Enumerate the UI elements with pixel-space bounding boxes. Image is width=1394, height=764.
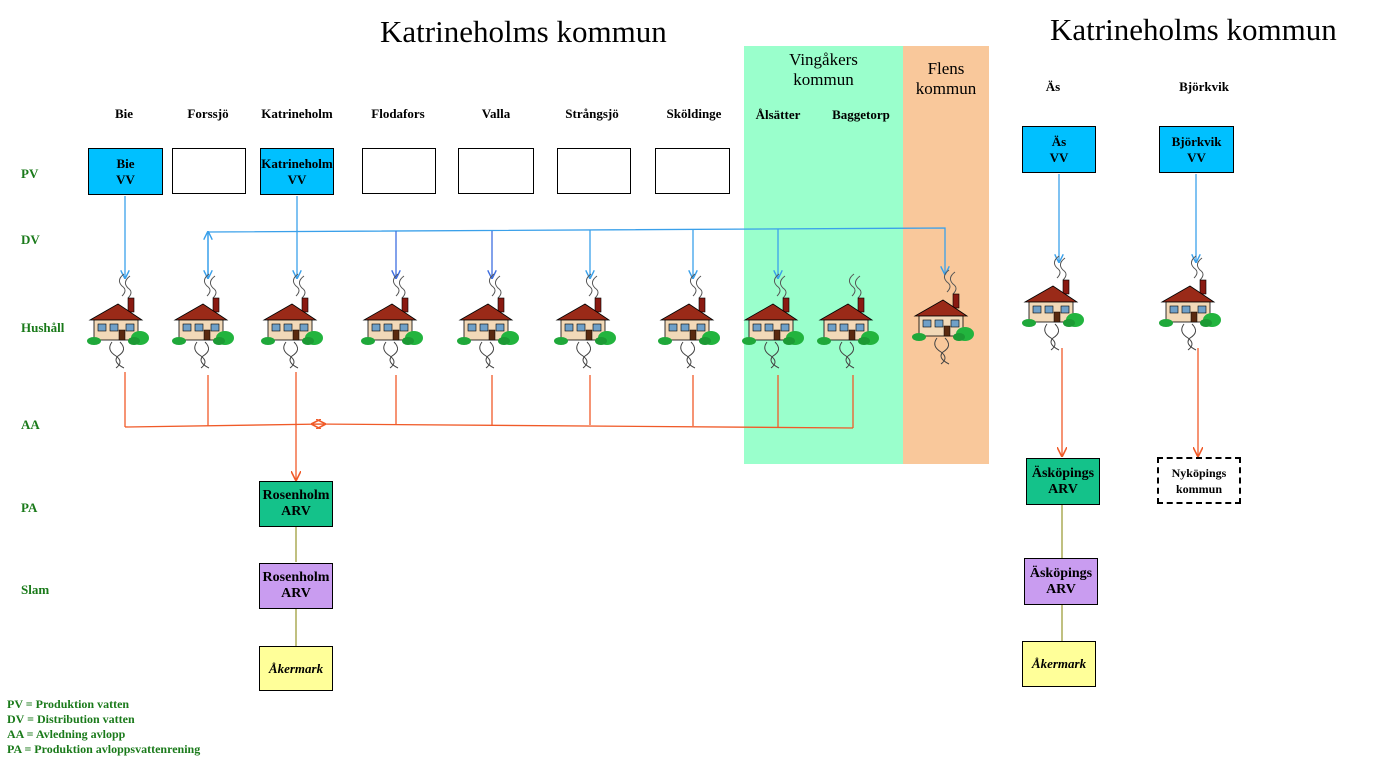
askopings-arv-slam-box: Äsköpings ARV	[1024, 558, 1098, 605]
household-as-icon	[1022, 255, 1084, 351]
flen-region	[903, 46, 989, 464]
askopings-arv-pa-box: Äsköpings ARV	[1026, 458, 1100, 505]
location-strangsjo: Strångsjö	[565, 106, 619, 121]
as-vv-box: Äs VV	[1022, 126, 1096, 173]
legend: PV = Produktion vatten DV = Distribution…	[7, 697, 200, 757]
valla-pv-box	[458, 148, 534, 194]
location-katrineholm: Katrineholm	[261, 106, 333, 121]
nykopings-kommun-box: Nyköpings kommun	[1157, 457, 1241, 504]
row-label-pa: PA	[21, 500, 38, 515]
location-as: Äs	[1045, 79, 1061, 94]
household-valla-icon	[457, 273, 519, 369]
location-baggetorp: Baggetorp	[832, 107, 890, 122]
rosenholm-arv-pa-box: Rosenholm ARV	[259, 481, 333, 527]
skoldinge-pv-box	[655, 148, 730, 194]
row-label-dv: DV	[21, 232, 40, 247]
title-left: Katrineholms kommun	[380, 14, 667, 49]
legend-dv: DV = Distribution vatten	[7, 712, 135, 726]
location-bie: Bie	[114, 106, 134, 121]
legend-aa: AA = Avledning avlopp	[7, 727, 126, 741]
forssjo-pv-box	[172, 148, 246, 194]
household-strangsjo-icon	[554, 273, 616, 369]
location-forssjo: Forssjö	[187, 106, 229, 121]
strangsjo-pv-box	[557, 148, 631, 194]
row-label-pv: PV	[21, 166, 39, 181]
bie-vv-box: Bie VV	[88, 148, 163, 195]
flen-label: Flens kommun	[915, 59, 977, 98]
household-katrineholm-icon	[261, 273, 323, 369]
bjorkvik-vv-box: Björkvik VV	[1159, 126, 1234, 173]
row-label-aa: AA	[21, 417, 40, 432]
location-bjorkvik: Björkvik	[1179, 79, 1229, 94]
household-alsatter-icon	[742, 273, 804, 369]
row-label-slam: Slam	[21, 582, 50, 597]
katrineholm-vv-box: Katrineholm VV	[260, 148, 334, 195]
flodafors-pv-box	[362, 148, 436, 194]
title-right: Katrineholms kommun	[1050, 12, 1337, 47]
household-bie-icon	[87, 273, 149, 369]
household-baggetorp-icon	[817, 273, 879, 369]
legend-pa: PA = Produktion avloppsvattenrening	[7, 742, 201, 756]
household-flodafors-icon	[361, 273, 423, 369]
location-skoldinge: Sköldinge	[666, 106, 722, 121]
household-skoldinge-icon	[658, 273, 720, 369]
akermark-left-box: Åkermark	[259, 646, 333, 691]
legend-pv: PV = Produktion vatten	[7, 697, 130, 711]
vingaker-region	[744, 46, 903, 464]
household-bjorkvik-icon	[1159, 255, 1221, 351]
row-label-hushall: Hushåll	[21, 320, 65, 335]
location-valla: Valla	[481, 106, 511, 121]
location-alsatter: Ålsätter	[755, 107, 801, 122]
household-forssjo-icon	[172, 273, 234, 369]
location-flodafors: Flodafors	[371, 106, 425, 121]
household-flen-icon	[912, 269, 974, 365]
akermark-right-box: Åkermark	[1022, 641, 1096, 687]
rosenholm-arv-slam-box: Rosenholm ARV	[259, 563, 333, 609]
vingaker-label: Vingåkers kommun	[789, 50, 858, 89]
